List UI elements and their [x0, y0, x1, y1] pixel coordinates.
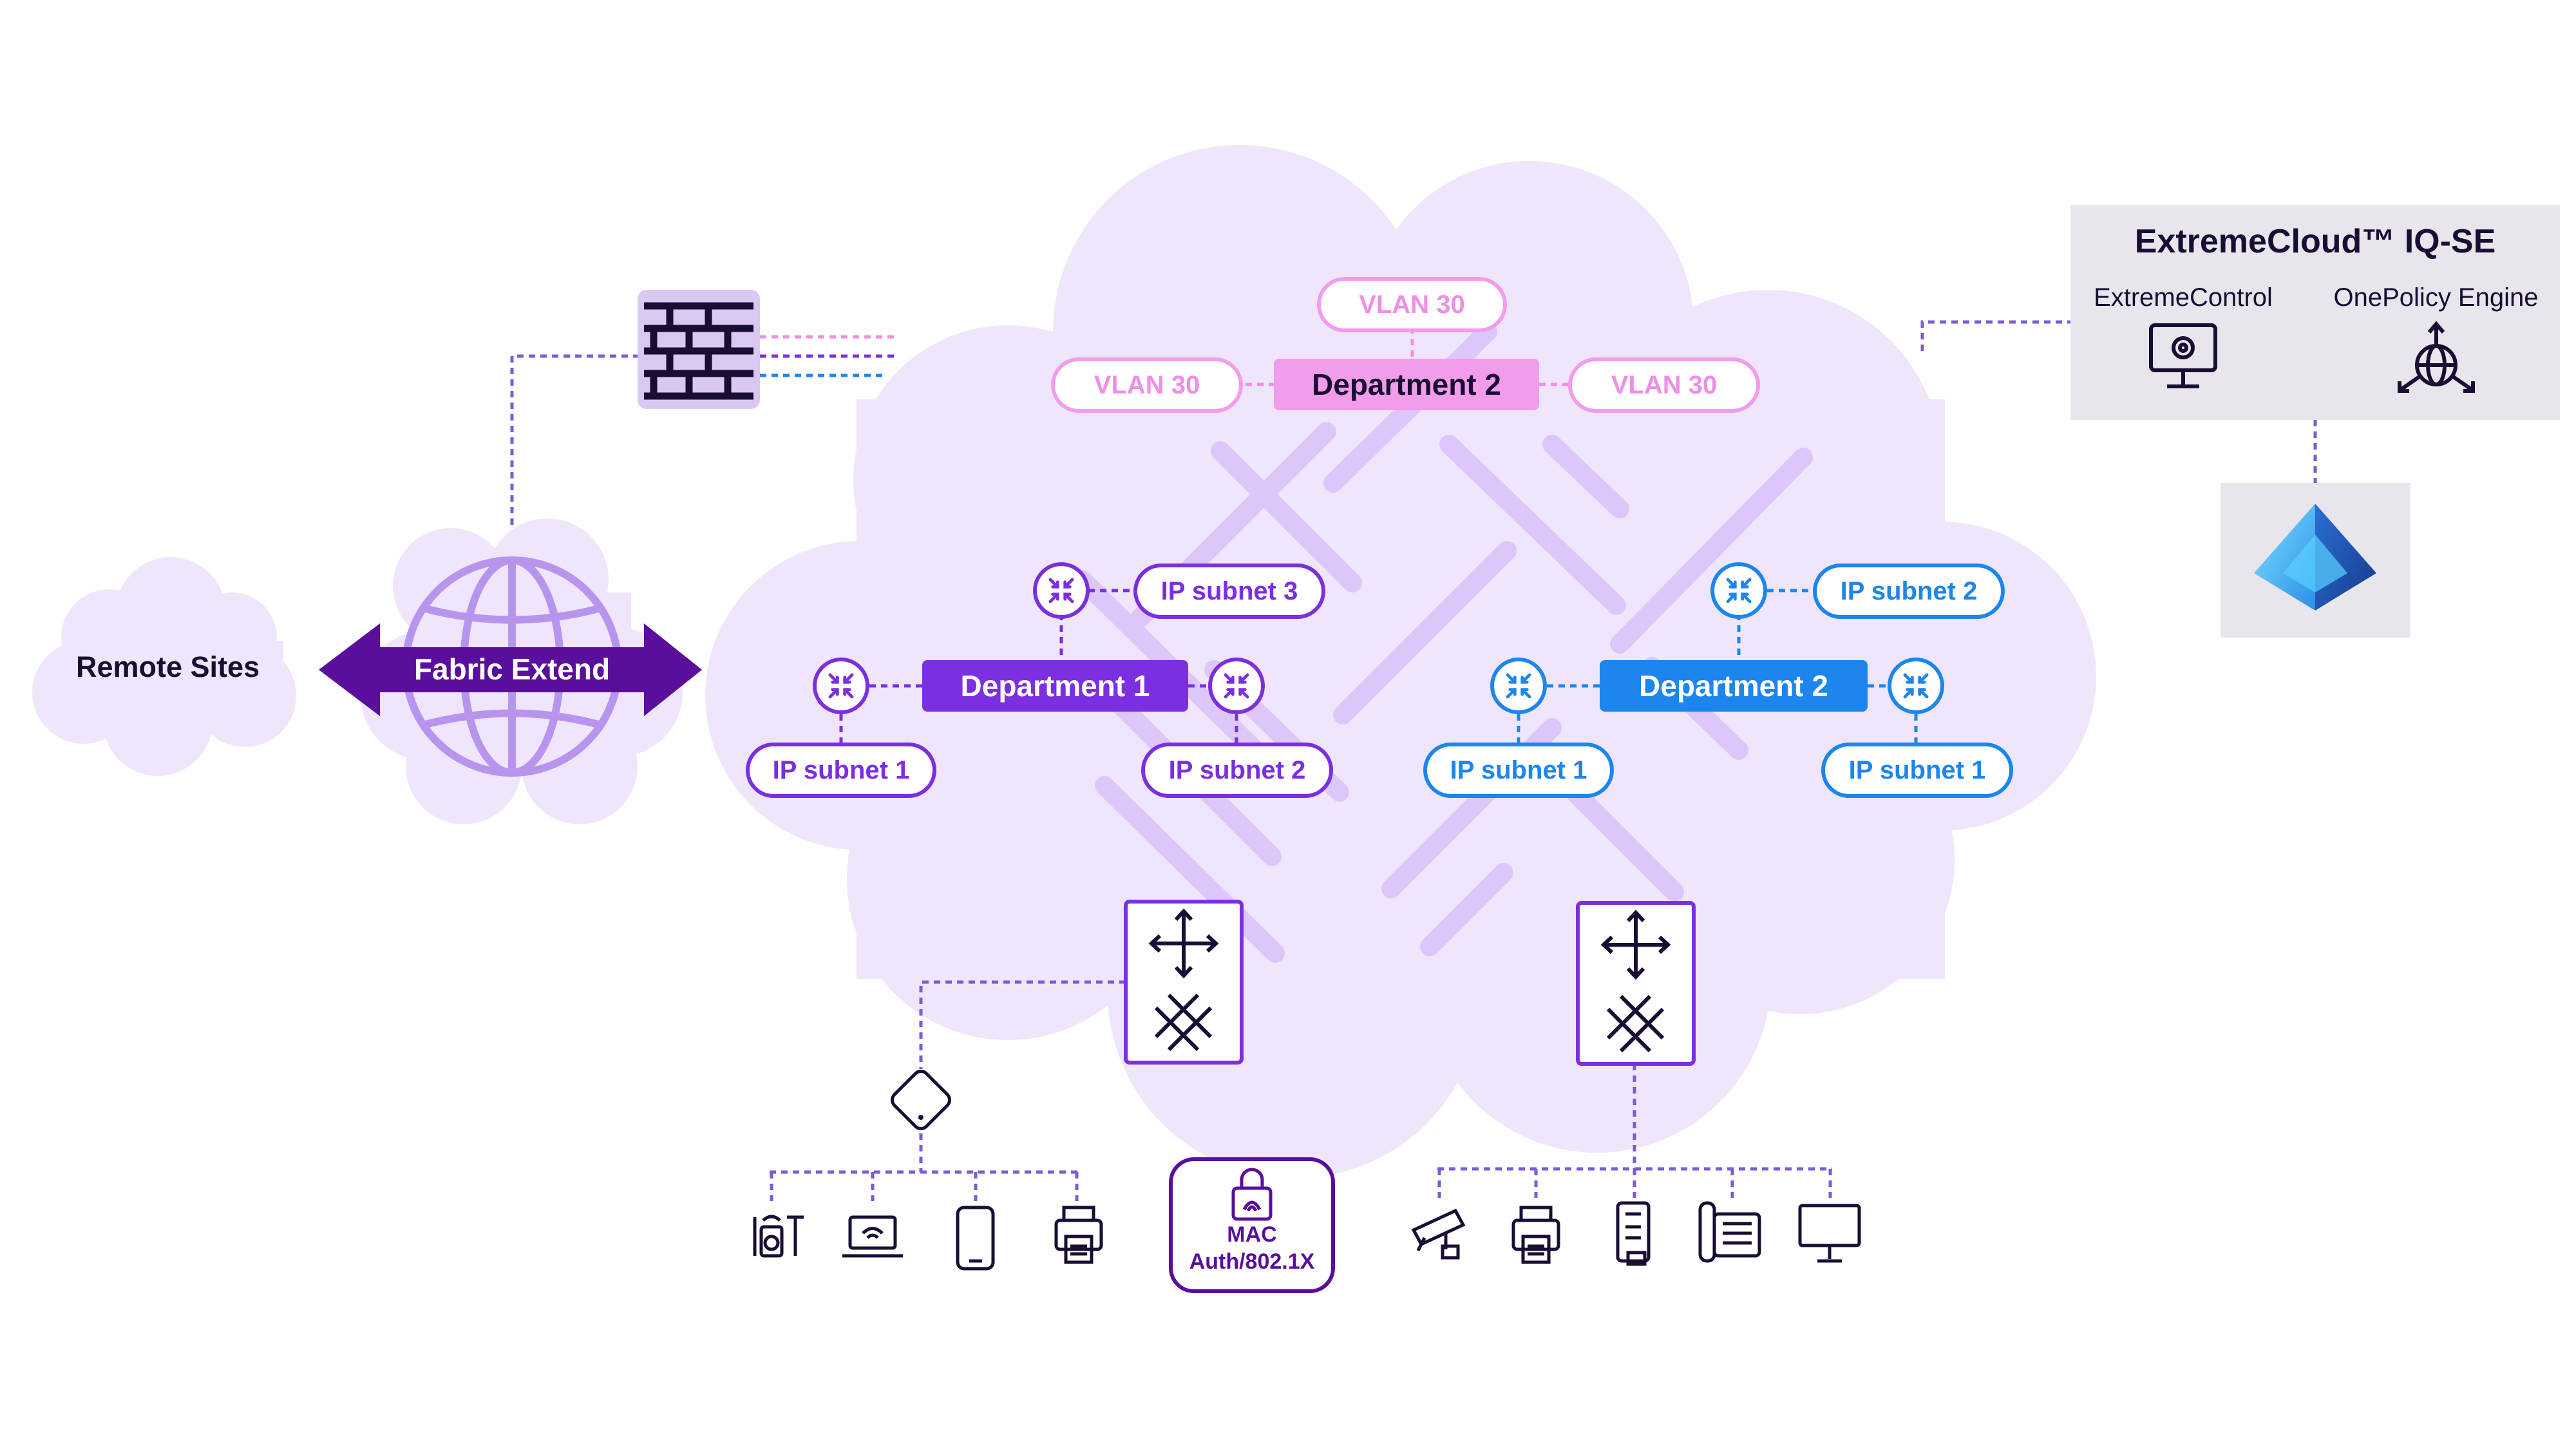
onepolicy-label: OnePolicy Engine [2333, 283, 2539, 312]
connectors [510, 320, 2317, 1201]
ip-subnet-1-pill: IP subnet 1 [1821, 743, 2013, 798]
department-2-top: Department 2 [1274, 359, 1539, 410]
left-devices [753, 1206, 1103, 1271]
onepolicy-icon [2398, 321, 2475, 393]
auth-box [1169, 1157, 1335, 1293]
router-icon [1710, 562, 1767, 619]
vlan-pill-top: VLAN 30 [1317, 277, 1507, 332]
extremecontrol-label: ExtremeControl [2094, 283, 2273, 312]
ip-subnet-2-pill: IP subnet 2 [1141, 743, 1333, 798]
vlan-pill-right: VLAN 30 [1568, 357, 1760, 413]
department-2-right: Department 2 [1600, 660, 1868, 712]
camera-icon [1411, 1208, 1466, 1260]
auth-label-line1: MAC [1227, 1222, 1277, 1247]
fabric-switch-left [1124, 900, 1244, 1065]
router-icon [1208, 658, 1265, 714]
vlan-pill-left: VLAN 30 [1051, 357, 1243, 413]
router-icon [1888, 658, 1944, 714]
extremecontrol-icon [2149, 323, 2217, 388]
fingerprint-lock-icon [1231, 1168, 1273, 1221]
fabric-extend-label: Fabric Extend [413, 652, 611, 686]
laptop-icon [842, 1215, 903, 1258]
fabric-switch-right [1576, 901, 1696, 1066]
printer-icon [1511, 1206, 1560, 1264]
monitor-icon [1798, 1204, 1861, 1263]
management-title: ExtremeCloud™ IQ-SE [2134, 223, 2496, 260]
router-icon [1033, 562, 1090, 619]
remote-sites-label: Remote Sites [76, 650, 260, 683]
access-point-icon [890, 1069, 952, 1131]
auth-label-line2: Auth/802.1X [1189, 1249, 1315, 1274]
azure-ad-icon [2254, 504, 2376, 611]
ip-subnet-2-pill: IP subnet 2 [1813, 564, 2005, 619]
management-panel [2070, 205, 2560, 420]
badge-reader-icon [1616, 1201, 1651, 1266]
printer-icon [1054, 1206, 1103, 1264]
fabric-extend-arrow [319, 623, 702, 716]
ip-subnet-1-pill: IP subnet 1 [1423, 743, 1614, 798]
phone-icon [956, 1206, 995, 1271]
ip-subnet-3-pill: IP subnet 3 [1133, 564, 1325, 619]
router-icon [813, 658, 869, 714]
desk-phone-icon [1698, 1201, 1761, 1263]
firewall-icon [638, 290, 760, 409]
right-devices [1411, 1201, 1861, 1266]
remote-sites-cloud [32, 557, 296, 776]
iot-sensor-icon [753, 1215, 804, 1258]
ip-subnet-1-pill: IP subnet 1 [746, 743, 936, 798]
department-1: Department 1 [922, 660, 1188, 712]
router-icon [1490, 658, 1547, 714]
